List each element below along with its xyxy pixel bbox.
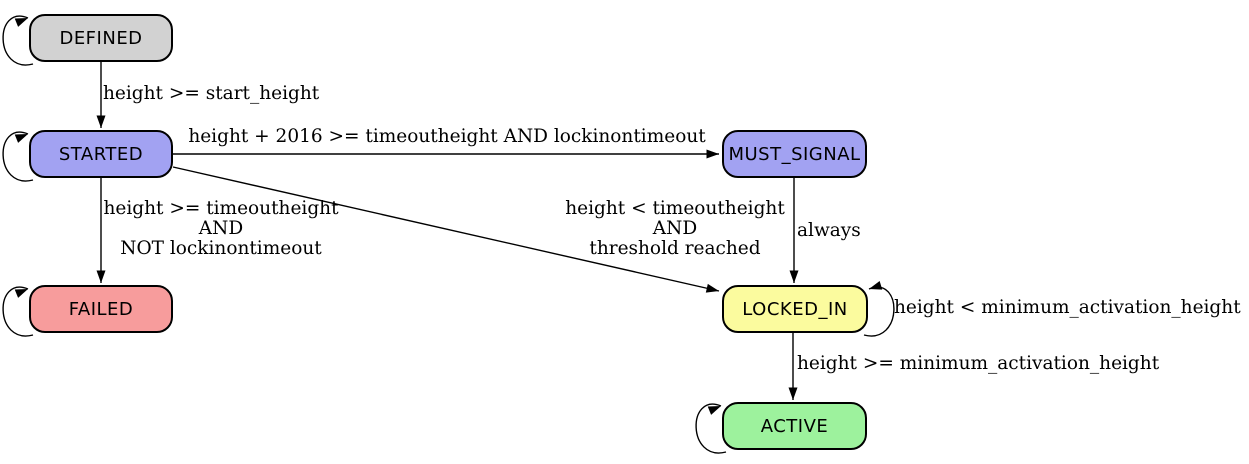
edge-label-locked-in-to-active: height >= minimum_activation_height [797,353,1160,374]
state-label-locked-in: LOCKED_IN [742,298,848,320]
edge-label-started-to-locked-in: height < timeoutheight AND threshold rea… [565,199,785,259]
edge-label-started-to-failed: height >= timeoutheight AND NOT lockinon… [103,199,338,259]
edge-label-line: height >= timeoutheight [103,198,339,219]
edge-failed-self-loop [2,286,34,337]
edge-active-self-loop [695,403,727,454]
state-node-started: STARTED [29,130,173,178]
state-node-locked-in: LOCKED_IN [722,285,868,333]
state-label-started: STARTED [58,143,144,165]
edge-started-self-loop [2,131,34,182]
state-node-failed: FAILED [29,285,173,333]
edge-label-line: AND [652,218,698,239]
edge-label-line: threshold reached [589,238,761,259]
edge-label-defined-to-started: height >= start_height [103,83,320,104]
edge-started-to-locked-in [172,166,720,293]
edge-locked-in-self-loop [863,281,895,337]
edge-label-line: height < timeoutheight [565,198,785,219]
edge-label-line: NOT lockinontimeout [120,238,322,259]
state-label-active: ACTIVE [760,415,829,437]
state-node-active: ACTIVE [722,402,867,450]
edge-label-must-signal-to-locked-in: always [797,220,861,241]
state-node-defined: DEFINED [29,14,173,62]
edge-label-line: AND [198,218,244,239]
state-label-defined: DEFINED [59,27,143,49]
state-label-must-signal: MUST_SIGNAL [728,143,861,165]
edge-defined-self-loop [2,15,34,66]
edge-label-locked-in-self-loop: height < minimum_activation_height [894,297,1241,318]
state-label-failed: FAILED [68,298,134,320]
edge-label-started-to-must-signal: height + 2016 >= timeoutheight AND locki… [188,126,706,147]
state-node-must-signal: MUST_SIGNAL [722,130,867,178]
